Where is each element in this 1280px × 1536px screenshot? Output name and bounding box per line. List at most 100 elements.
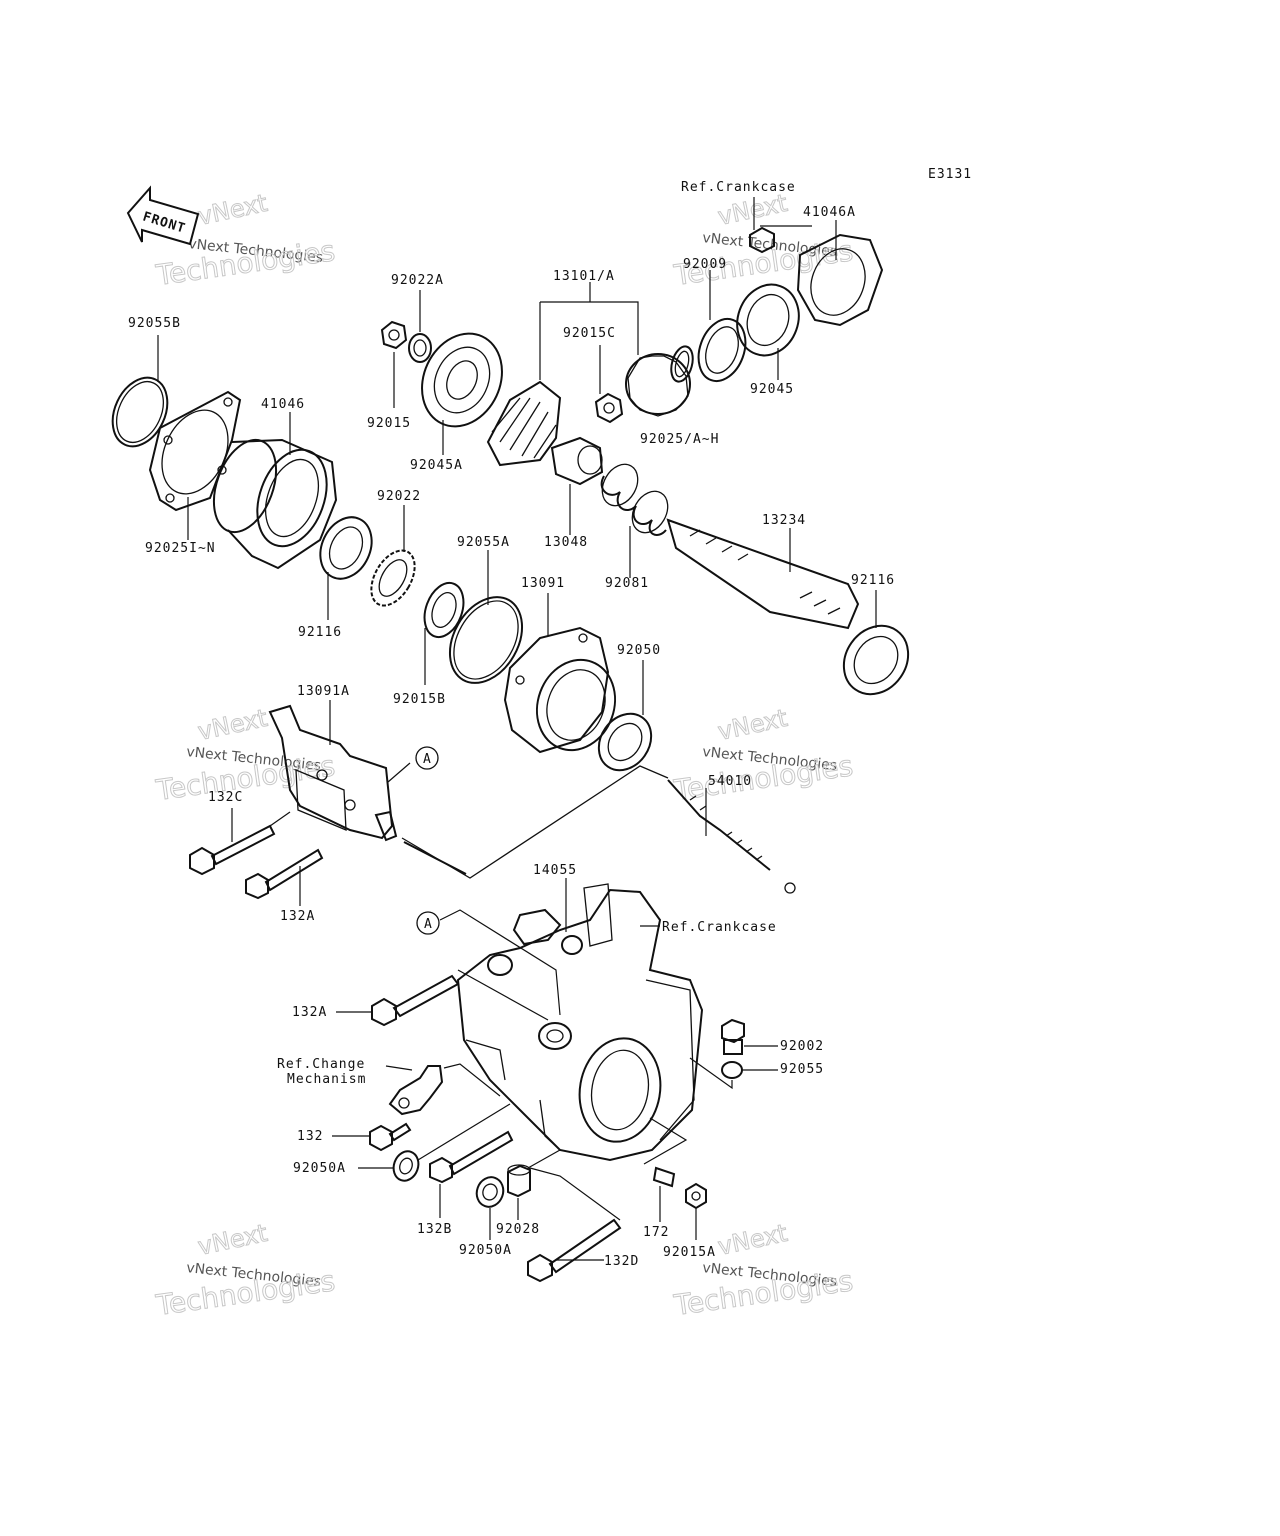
housing-13091 [503,593,617,754]
label-92055a: 92055A [457,535,510,550]
watermark-mid-right: vNext vNext Technologies Technologies [671,703,856,807]
callout-a-bottom: A [416,909,561,1016]
watermark-bottom-right: vNext vNext Technologies Technologies [671,1218,856,1322]
label-92045a: 92045A [410,458,463,473]
shim-92025a-h [670,345,694,383]
label-13048: 13048 [544,535,588,550]
label-ref-change-2: Mechanism [287,1072,366,1087]
o-ring-92055a [448,550,524,684]
nut-92015b [423,581,465,685]
label-ref-change-1: Ref.Change [277,1057,365,1072]
label-92022a: 92022A [391,273,444,288]
watermark-top-right: vNext vNext Technologies Technologies [671,188,856,292]
label-41046a: 41046A [803,205,856,220]
label-13091: 13091 [521,576,565,591]
label-132c: 132C [208,790,243,805]
label-132: 132 [297,1129,323,1144]
seal-92116-left [319,516,373,620]
housing-13091a [268,700,411,842]
svg-text:vNext: vNext [715,1219,789,1261]
nut-92015c [594,345,624,424]
label-92050: 92050 [617,643,661,658]
seal-92116-right [842,590,910,696]
label-92116-left: 92116 [298,625,342,640]
label-92081: 92081 [605,576,649,591]
label-132d: 132D [604,1254,639,1269]
label-92009: 92009 [683,257,727,272]
gasket-92025i-n [148,390,242,540]
part-labels: Ref.Crankcase 41046A 92009 92045 92025/A… [128,180,895,1269]
bolt-132b [429,1130,514,1218]
shaft-13234 [666,518,860,630]
washer-92022a [408,290,432,363]
watermark-bottom-left: vNext vNext Technologies Technologies [153,1218,338,1322]
bevel-gear-13101 [486,282,691,467]
label-92022: 92022 [377,489,421,504]
label-92025a-h: 92025/A~H [640,432,719,447]
label-132a-upper: 132A [280,909,315,924]
svg-text:vNext: vNext [715,704,789,746]
stud-172 [643,1117,688,1222]
label-54010: 54010 [708,774,752,789]
svg-text:vNext: vNext [195,704,269,746]
race-92009 [697,270,747,382]
svg-text:vNext: vNext [715,189,789,231]
crankcase-14055 [456,878,704,1162]
housing-41046 [212,412,338,570]
label-92055: 92055 [780,1062,824,1077]
spring-92081 [600,463,669,578]
label-132b: 132B [417,1222,452,1237]
nut-92015a [685,1182,707,1240]
label-92015b: 92015B [393,692,446,707]
label-13101a: 13101/A [553,269,615,284]
bracket-ref-change [385,1063,501,1116]
label-172: 172 [643,1225,669,1240]
lock-washer-92022 [370,505,416,607]
label-92116-right: 92116 [851,573,895,588]
label-ref-crankcase-mid: Ref.Crankcase [662,920,777,935]
seal-92050a-lower [475,1176,505,1240]
front-arrow-icon: FRONT [126,185,200,246]
label-92015: 92015 [367,416,411,431]
svg-text:vNext: vNext [195,189,269,231]
label-92015c: 92015C [563,326,616,341]
o-ring-92055 [689,1057,778,1090]
label-132a-lower: 132A [292,1005,327,1020]
svg-text:vNext: vNext [195,1219,269,1261]
bearing-92045a [421,332,503,455]
label-14055: 14055 [533,863,577,878]
bolt-ref-crankcase [749,197,812,254]
o-ring-92055b [111,335,169,448]
seal-92050 [597,660,653,772]
coupling-13048 [550,436,604,535]
bolt-132a-lower [336,969,549,1027]
label-13234: 13234 [762,513,806,528]
label-41046: 41046 [261,397,305,412]
bolt-132a-upper [245,848,324,906]
bearing-92045 [736,283,800,380]
label-92015a: 92015A [663,1245,716,1260]
label-92050a-left: 92050A [293,1161,346,1176]
label-92050a-lower: 92050A [459,1243,512,1258]
bolt-132 [332,1122,412,1152]
label-ref-crankcase-top: Ref.Crankcase [681,180,796,195]
nut-92015 [380,320,408,408]
diagram-code: E3131 [928,167,972,182]
label-92028: 92028 [496,1222,540,1237]
bolt-132c [189,808,291,876]
label-92002: 92002 [780,1039,824,1054]
label-13091a: 13091A [297,684,350,699]
label-92045: 92045 [750,382,794,397]
cable-54010 [401,765,796,894]
plug-92002 [721,1018,778,1055]
seal-92050a-left [358,1103,511,1182]
dowel-92028 [507,1149,561,1220]
svg-text:A: A [424,917,433,932]
retainer-41046a [796,220,884,327]
callout-a-top: A [415,746,439,770]
bolt-132d [527,1167,622,1283]
svg-text:A: A [423,752,432,767]
label-92025i-n: 92025I~N [145,541,216,556]
watermark-mid-left: vNext vNext Technologies Technologies [153,703,338,807]
